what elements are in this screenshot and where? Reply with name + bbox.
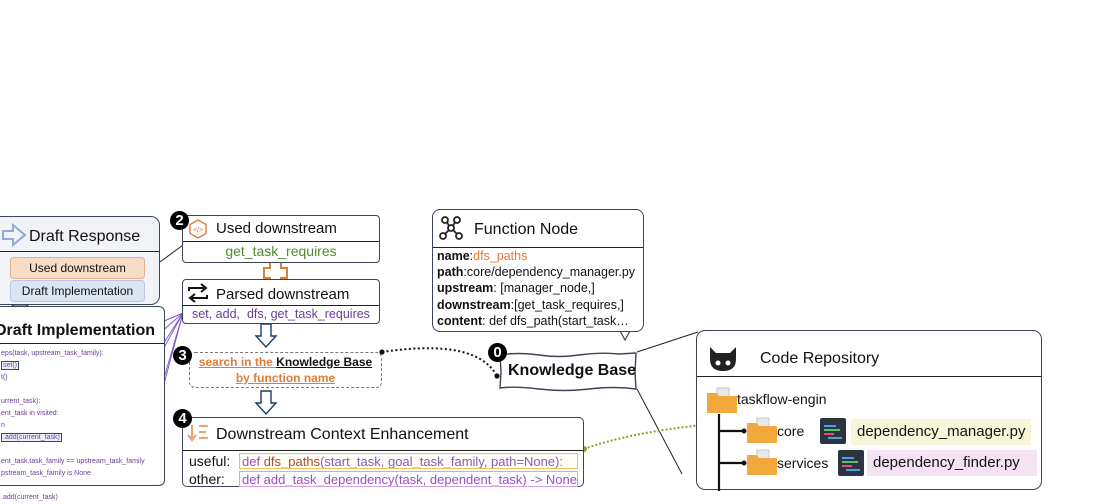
other-code: def add_task_dependency(task, dependent_…	[239, 471, 578, 487]
connector-kb-repo-top	[636, 331, 699, 353]
function-node-title: Function Node	[474, 221, 579, 238]
function-node-field-content: content: def dfs_path(start_task…	[437, 313, 629, 328]
code-line: eps(task, upstream_task_family):	[1, 350, 104, 357]
code-line: n	[1, 422, 5, 429]
sort-down-icon	[187, 423, 209, 448]
code-line	[1, 444, 145, 456]
draft-code-block: eps(task, upstream_task_family): set() t()…	[1, 348, 145, 504]
downstream-context-enhancement-panel: Downstream Context Enhancement useful: d…	[182, 417, 584, 487]
search-text-kb: Knowledge Base	[276, 355, 373, 369]
function-node-panel: Function Node name:dfs_paths path:core/de…	[432, 209, 644, 332]
function-node-fields: name:dfs_paths path:core/dependency_manag…	[437, 248, 635, 329]
knowledge-base-label: Knowledge Base	[508, 362, 637, 379]
folder-icon	[747, 417, 777, 448]
search-text-line2: by function name	[235, 371, 336, 385]
swap-arrows-icon	[186, 282, 210, 309]
function-node-field-downstream: downstream:[get_task_requires,]	[437, 297, 624, 312]
dot-end	[494, 373, 500, 379]
step-3-badge: 3	[173, 346, 192, 365]
code-line: .add(current_task)	[1, 433, 62, 442]
root-folder-name: taskflow-engin	[737, 391, 827, 407]
svg-text:</>: </>	[193, 227, 203, 234]
tag-draft-implementation: Draft Implementation	[10, 280, 145, 302]
code-line	[1, 480, 145, 492]
function-node-field-upstream: upstream: [manager_node,]	[437, 281, 595, 296]
parsed-downstream-box: Parsed downstream set, add, dfs, get_tas…	[182, 279, 380, 324]
code-line: t()	[1, 374, 8, 381]
search-text-prefix: search in the	[198, 355, 277, 369]
code-line: pstream_task_family is None	[1, 470, 91, 477]
code-file-icon	[820, 418, 846, 449]
other-label: other:	[189, 471, 225, 487]
tag-used-downstream: Used downstream	[10, 257, 145, 279]
step-4-badge: 4	[173, 409, 192, 428]
draft-implementation-title: Draft Implementation	[0, 322, 156, 339]
used-downstream-box: </> Used downstream get_task_requires	[182, 215, 380, 263]
graph-node-icon	[438, 215, 464, 246]
callout-pointer	[618, 330, 632, 342]
file-dependency-manager[interactable]: dependency_manager.py	[851, 419, 1031, 445]
function-node-field-name: name:dfs_paths	[437, 249, 528, 263]
code-hexagon-icon: </>	[188, 219, 208, 244]
step-2-badge: 2	[170, 211, 189, 230]
dotted-search-link	[381, 347, 498, 377]
draft-response-title: Draft Response	[29, 228, 141, 245]
code-line: ent_task in visited:	[1, 410, 59, 417]
search-step-box: search in the Knowledge Base by function…	[189, 352, 382, 388]
function-node-field-path: path:core/dependency_manager.py	[437, 265, 636, 280]
code-line: .add(current_task)	[1, 494, 58, 501]
folder-name-core[interactable]: core	[777, 423, 805, 439]
code-file-icon	[838, 450, 864, 481]
enhancement-title: Downstream Context Enhancement	[216, 426, 469, 443]
parsed-downstream-title: Parsed downstream	[216, 286, 350, 303]
code-line: ent_task.task_family == upstream_task_fa…	[1, 458, 145, 465]
parsed-downstream-value: set, add, dfs, get_task_requires	[192, 307, 370, 321]
arrow-right-icon	[1, 222, 27, 252]
knowledge-base-box: Knowledge Base	[499, 352, 637, 392]
code-repository-panel: Code Repository taskflow-engin core	[696, 330, 1042, 491]
github-icon	[707, 345, 739, 378]
down-arrow-1	[254, 323, 278, 349]
useful-label: useful:	[189, 453, 231, 469]
folder-icon	[747, 449, 777, 480]
code-line	[1, 384, 145, 396]
step-0-badge: 0	[488, 343, 507, 362]
draft-implementation-panel: Draft Implementation eps(task, upstream_…	[0, 306, 165, 501]
folder-icon	[707, 387, 737, 418]
draft-response-panel: Draft Response Used downstream Draft Imp…	[0, 216, 160, 305]
connector-draft-to-used	[159, 244, 184, 263]
useful-code: def dfs_paths(start_task, goal_task_fami…	[239, 453, 578, 469]
file-dependency-finder[interactable]: dependency_finder.py	[867, 450, 1037, 476]
code-line: urrent_task):	[1, 398, 41, 405]
code-line: set()	[1, 361, 19, 370]
down-arrow-2	[254, 390, 278, 416]
folder-name-services[interactable]: services	[777, 455, 829, 471]
code-repository-title: Code Repository	[760, 350, 880, 367]
used-downstream-title: Used downstream	[216, 220, 337, 237]
used-downstream-value: get_task_requires	[225, 243, 337, 259]
